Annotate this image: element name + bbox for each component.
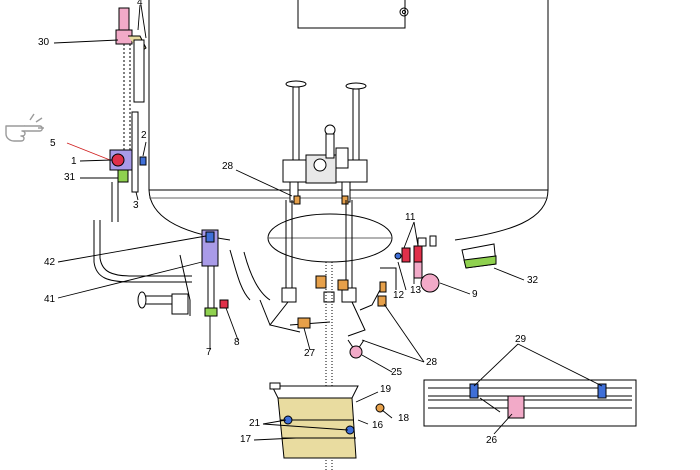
detail-inset — [423, 379, 637, 427]
left-riser — [109, 7, 147, 222]
callout-7: 7 — [206, 347, 212, 358]
callout-5: 5 — [50, 138, 56, 149]
leader-lines — [53, 4, 603, 441]
callout-8: 8 — [234, 337, 240, 348]
callout-13: 13 — [410, 285, 422, 296]
callout-9: 9 — [472, 289, 478, 300]
callout-21: 21 — [249, 418, 261, 429]
callout-42: 42 — [44, 257, 56, 268]
callout-28-lower: 28 — [426, 357, 438, 368]
top-manifold — [282, 80, 368, 205]
vessel-body — [148, 0, 549, 263]
callout-41: 41 — [44, 294, 56, 305]
callout-32: 32 — [527, 275, 539, 286]
callout-12: 12 — [393, 290, 405, 301]
callout-18: 18 — [398, 413, 410, 424]
bottom-assembly — [269, 382, 385, 459]
callout-11: 11 — [405, 212, 416, 223]
callout-28-upper: 28 — [222, 161, 234, 172]
vertical-pipes — [269, 200, 387, 359]
callout-27: 27 — [304, 348, 316, 359]
right-valves — [380, 235, 497, 293]
callout-31: 31 — [64, 172, 76, 183]
hand-pointer-icon[interactable] — [5, 113, 44, 142]
callout-30: 30 — [38, 37, 50, 48]
callout-1: 1 — [71, 156, 77, 167]
callout-3: 3 — [133, 200, 139, 211]
callout-2: 2 — [141, 130, 147, 141]
callout-19: 19 — [380, 384, 392, 395]
left-lower-pipes — [93, 220, 271, 326]
callout-29: 29 — [515, 334, 527, 345]
callout-16: 16 — [372, 420, 384, 431]
callout-17: 17 — [240, 434, 252, 445]
callout-26: 26 — [486, 435, 498, 446]
callout-25: 25 — [391, 367, 403, 378]
callout-4: 4 — [137, 0, 143, 8]
